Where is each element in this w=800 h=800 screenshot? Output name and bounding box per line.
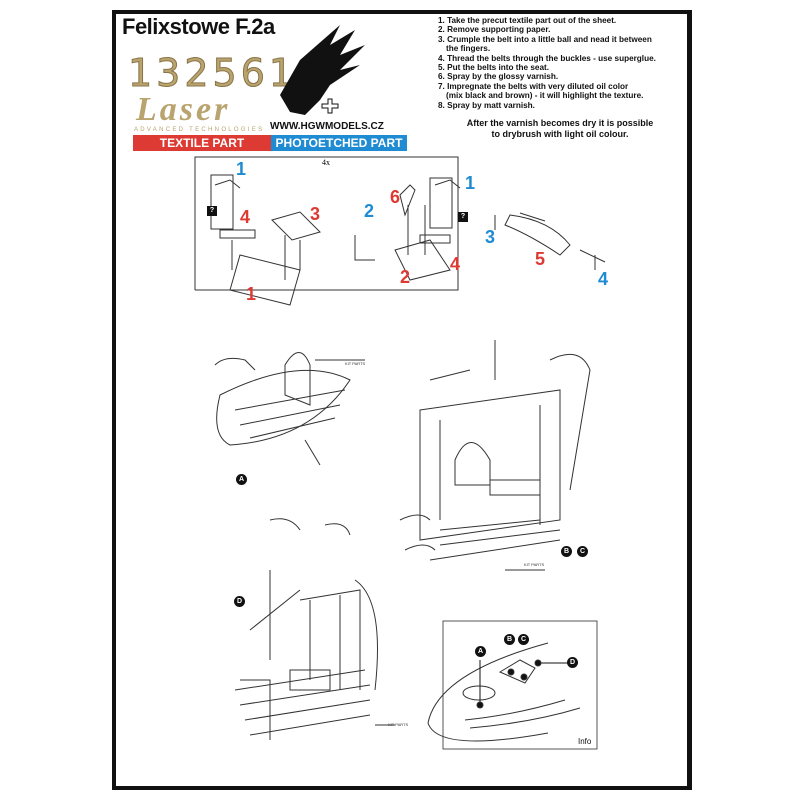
note-line: After the varnish becomes dry it is poss…	[466, 118, 654, 128]
label-textile-4: 4	[450, 254, 461, 274]
brand-subtitle: ADVANCED TECHNOLOGIES	[134, 127, 265, 133]
kit-parts-label: KIT PARTS	[388, 722, 409, 727]
marker-a: A	[236, 474, 247, 485]
brand-logo: Laser	[136, 91, 231, 128]
seat-drawing-d	[234, 518, 395, 740]
optional-step-icon: ?	[458, 212, 468, 222]
instruction-step: 1. Take the precut textile part out of t…	[438, 16, 617, 25]
page-title: Felixstowe F.2a	[122, 14, 275, 39]
seat-drawing-a	[214, 352, 365, 466]
label-textile-5: 5	[535, 249, 546, 269]
note-line: to drybrush with light oil colour.	[491, 129, 629, 139]
product-number: 132561	[127, 51, 298, 95]
multiplier-label: 4x	[322, 158, 330, 167]
label-textile-2: 2	[400, 267, 411, 287]
instruction-step: 2. Remove supporting paper.	[438, 25, 551, 35]
label-textile-6: 6	[390, 187, 401, 207]
kit-parts-label: KIT PARTS	[524, 562, 545, 567]
detail-box	[194, 156, 459, 291]
label-photoetched-2: 2	[364, 201, 375, 221]
legend-photoetched-part: PHOTOETCHED PART	[271, 135, 407, 151]
website-link[interactable]: WWW.HGWMODELS.CZ	[270, 121, 384, 132]
label-photoetched-4: 4	[598, 269, 609, 289]
instruction-list: 1. Take the precut textile part out of t…	[438, 16, 656, 110]
marker-d: D	[234, 596, 245, 607]
label-photoetched-1: 1	[236, 159, 247, 179]
label-photoetched-3: 3	[485, 227, 496, 247]
marker-b: B	[561, 546, 572, 557]
label-textile-3: 3	[310, 204, 321, 224]
legend-textile-part: TEXTILE PART	[133, 135, 271, 151]
instruction-step: 5. Put the belts into the seat.	[438, 63, 550, 73]
instruction-step: 6. Spray by the glossy varnish.	[438, 72, 559, 82]
label-textile-1: 1	[246, 284, 257, 304]
info-marker-a: A	[475, 646, 486, 657]
kit-parts-label: KIT PARTS	[345, 361, 366, 366]
seat-base	[229, 254, 301, 306]
page-frame	[112, 10, 692, 790]
info-marker-c: C	[518, 634, 529, 645]
instruction-step: 3. Crumple the belt into a little ball a…	[438, 34, 652, 44]
marker-c: C	[577, 546, 588, 557]
seat-drawing-bc	[399, 340, 591, 571]
instruction-step: (mix black and brown) - it will highligh…	[446, 91, 644, 101]
label-textile-4: 4	[240, 207, 251, 227]
optional-step-icon: ?	[207, 206, 217, 216]
instruction-step: 7. Impregnate the belts with very dilute…	[438, 81, 629, 91]
perforated-plate	[271, 211, 321, 241]
instruction-step: 8. Spray by matt varnish.	[438, 100, 535, 110]
label-photoetched-1: 1	[465, 173, 476, 193]
instruction-step: 4. Thread the belts through the buckles …	[438, 53, 656, 63]
info-marker-b: B	[504, 634, 515, 645]
drybrush-note: After the varnish becomes dry it is poss…	[440, 118, 680, 140]
info-marker-d: D	[567, 657, 578, 668]
info-label: Info	[578, 737, 592, 746]
instruction-step: the fingers.	[446, 44, 491, 54]
